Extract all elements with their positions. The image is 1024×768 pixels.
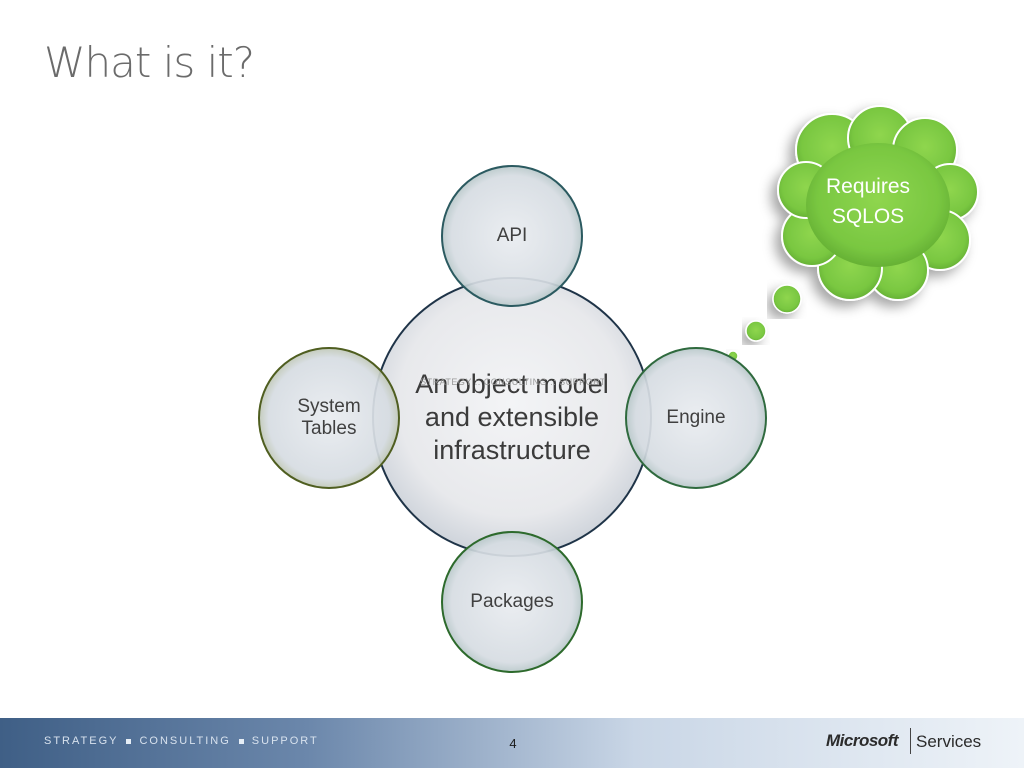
center-label: An object model and extensible infrastru…	[415, 368, 609, 465]
api-circle: API	[441, 165, 583, 307]
engine-circle: Engine	[625, 347, 767, 489]
system-tables-circle: System Tables	[258, 347, 400, 489]
footer-tag-strategy: STRATEGY	[44, 735, 119, 747]
services-label: Services	[916, 732, 982, 751]
microsoft-logo: Microsoft	[826, 731, 899, 750]
system-tables-line1: System	[297, 396, 361, 417]
api-label: API	[496, 225, 528, 246]
page-number: 4	[509, 736, 517, 751]
slide-title: What is it?	[44, 38, 255, 87]
system-tables-label: System Tables	[297, 396, 360, 440]
packages-label: Packages	[470, 591, 554, 612]
footer-bar: STRATEGY CONSULTING SUPPORT 4 Microsoft Se…	[0, 718, 1024, 768]
center-circle: An object model and extensible infrastru…	[372, 277, 652, 557]
packages-circle: Packages	[441, 531, 583, 673]
logo-divider	[910, 728, 911, 754]
square-bullet-icon	[126, 738, 132, 744]
square-bullet-icon	[238, 738, 244, 744]
thought-bubble-medium	[745, 320, 767, 342]
callout-text: Requires SQLOS	[800, 172, 936, 232]
system-tables-line2: Tables	[301, 418, 357, 439]
footer-tag-consulting: CONSULTING	[139, 735, 231, 747]
engine-label: Engine	[666, 407, 726, 428]
footer-tagline: STRATEGY CONSULTING SUPPORT	[44, 735, 319, 747]
callout-line1: Requires	[825, 175, 911, 198]
footer-tag-support: SUPPORT	[251, 735, 319, 747]
thought-cloud	[777, 105, 979, 301]
callout-line2: SQLOS	[831, 205, 905, 228]
thought-bubble-large	[772, 284, 802, 314]
watermark-text: STRATEGY :: CONSULTING :: SUPPORT	[420, 377, 606, 387]
